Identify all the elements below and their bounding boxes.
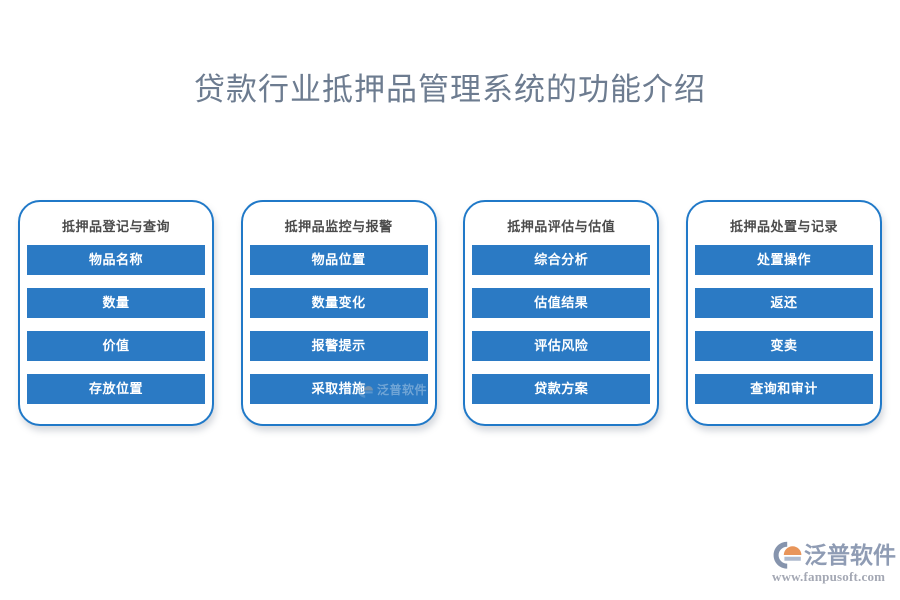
feature-card-4-items: 处置操作 返还 变卖 查询和审计 [694, 245, 873, 404]
feature-card-2-items: 物品位置 数量变化 报警提示 采取措施 [249, 245, 428, 404]
feature-card-2-title: 抵押品监控与报警 [284, 219, 393, 234]
brand-logo-row: 泛普软件 [772, 540, 896, 570]
feature-card-3-items: 综合分析 估值结果 评估风险 贷款方案 [472, 245, 651, 404]
feature-item[interactable]: 存放位置 [27, 374, 205, 404]
brand-name: 泛普软件 [804, 542, 896, 568]
brand-url: www.fanpusoft.com [772, 569, 886, 584]
feature-card-4[interactable]: 抵押品处置与记录 处置操作 返还 变卖 查询和审计 [685, 200, 882, 426]
feature-card-1-items: 物品名称 数量 价值 存放位置 [27, 245, 205, 404]
feature-cards-row: 抵押品登记与查询 物品名称 数量 价值 存放位置 抵押品监控与报警 物品位置 数… [18, 200, 882, 426]
feature-item[interactable]: 贷款方案 [472, 374, 651, 404]
fanpu-swoosh-logo-icon [772, 540, 802, 570]
feature-item[interactable]: 物品名称 [27, 245, 205, 275]
feature-card-3-title: 抵押品评估与估值 [507, 219, 616, 234]
feature-card-3[interactable]: 抵押品评估与估值 综合分析 估值结果 评估风险 贷款方案 [463, 200, 660, 426]
feature-card-4-title: 抵押品处置与记录 [729, 219, 838, 234]
feature-item[interactable]: 综合分析 [472, 245, 651, 275]
feature-item[interactable]: 评估风险 [472, 331, 651, 361]
feature-item[interactable]: 处置操作 [694, 245, 873, 275]
feature-item[interactable]: 返还 [694, 288, 873, 318]
feature-card-2[interactable]: 抵押品监控与报警 物品位置 数量变化 报警提示 采取措施 [240, 200, 437, 426]
feature-item[interactable]: 采取措施 [249, 374, 428, 404]
feature-item[interactable]: 物品位置 [249, 245, 428, 275]
feature-card-1[interactable]: 抵押品登记与查询 物品名称 数量 价值 存放位置 [18, 200, 214, 426]
feature-item[interactable]: 变卖 [694, 331, 873, 361]
feature-card-1-title: 抵押品登记与查询 [61, 219, 170, 234]
feature-item[interactable]: 查询和审计 [694, 374, 873, 404]
feature-item[interactable]: 估值结果 [472, 288, 651, 318]
feature-item[interactable]: 数量 [27, 288, 205, 318]
page-title: 贷款行业抵押品管理系统的功能介绍 [194, 72, 706, 107]
feature-item[interactable]: 价值 [27, 331, 205, 361]
feature-item[interactable]: 报警提示 [249, 331, 428, 361]
brand-logo: 泛普软件 www.fanpusoft.com [772, 540, 896, 588]
feature-item[interactable]: 数量变化 [249, 288, 428, 318]
